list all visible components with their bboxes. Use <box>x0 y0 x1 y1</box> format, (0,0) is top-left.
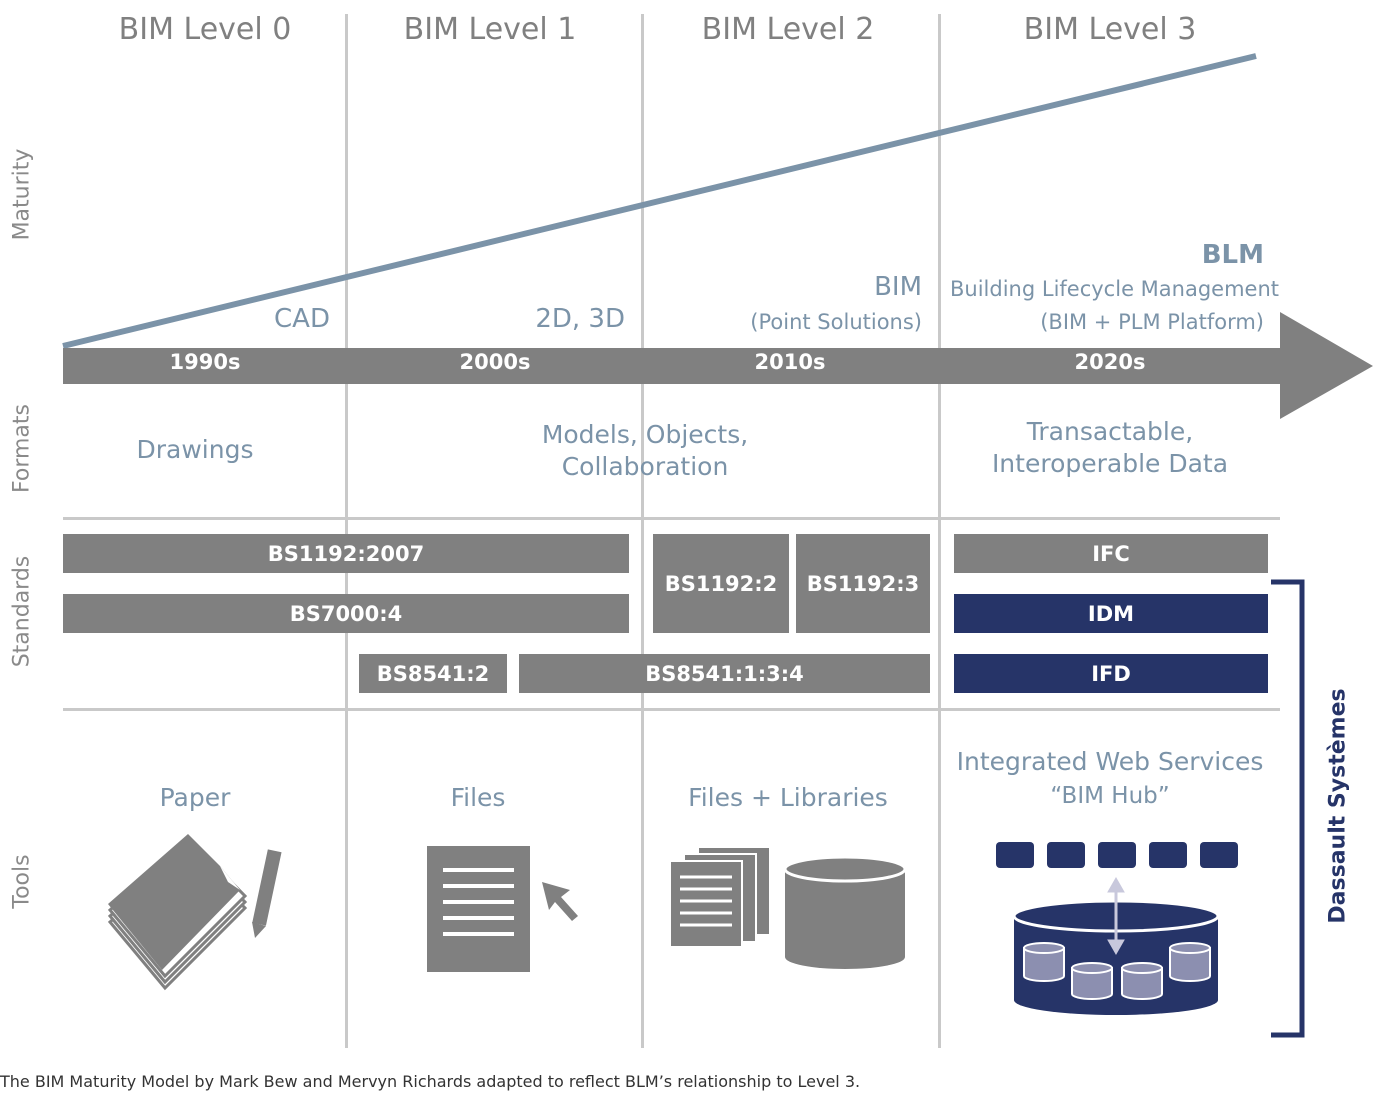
standard-bs8541-134: BS8541:1:3:4 <box>519 654 930 693</box>
maturity-label-bim-sub: (Point Solutions) <box>750 310 922 334</box>
format-trans-line1: Transactable, <box>1026 417 1194 446</box>
bim-hub-icon <box>996 842 1238 1015</box>
maturity-trend-line <box>62 53 1257 349</box>
maturity-label-cad: CAD <box>274 304 330 334</box>
dassault-bracket <box>1271 579 1305 1038</box>
document-stack-icon <box>669 846 771 948</box>
row-label-tools: Tools <box>9 854 35 909</box>
tool-iws-label: Integrated Web Services <box>956 747 1264 776</box>
dassault-systemes-label: Dassault Systèmes <box>1325 688 1351 924</box>
pencil-icon <box>252 849 282 938</box>
standard-idm: IDM <box>954 594 1268 633</box>
format-models: Models, Objects, Collaboration <box>445 419 845 483</box>
standard-bs1192-2007: BS1192:2007 <box>63 534 629 573</box>
standard-bs7000-4: BS7000:4 <box>63 594 629 633</box>
tool-bim-hub-label: “BIM Hub” <box>1050 783 1170 809</box>
maturity-label-blm-sub1: Building Lifecycle Management <box>950 277 1279 301</box>
figure-caption: The BIM Maturity Model by Mark Bew and M… <box>0 1072 861 1091</box>
tool-files-label: Files <box>450 783 506 812</box>
level-3-title: BIM Level 3 <box>1023 12 1197 47</box>
web-service-blocks <box>996 842 1238 868</box>
decade-2010s: 2010s <box>754 350 826 374</box>
decade-1990s: 1990s <box>169 350 241 374</box>
standard-ifd: IFD <box>954 654 1268 693</box>
document-icon <box>427 846 530 972</box>
row-label-standards: Standards <box>9 555 35 668</box>
maturity-label-2d3d: 2D, 3D <box>535 304 625 334</box>
database-cylinder-icon <box>783 855 907 969</box>
format-models-line1: Models, Objects, <box>541 420 749 449</box>
tool-files-libraries-label: Files + Libraries <box>688 783 888 812</box>
level-2-title: BIM Level 2 <box>701 12 875 47</box>
format-models-line2: Collaboration <box>561 452 729 481</box>
standard-bs8541-2: BS8541:2 <box>359 654 507 693</box>
divider-formats-standards <box>63 517 1280 520</box>
level-1-title: BIM Level 1 <box>403 12 577 47</box>
level-0-title: BIM Level 0 <box>118 12 292 47</box>
cursor-arrow-icon <box>542 882 578 921</box>
format-transactable: Transactable, Interoperable Data <box>930 416 1290 480</box>
sync-double-arrow <box>1107 876 1125 956</box>
format-trans-line2: Interoperable Data <box>991 449 1229 478</box>
maturity-diagram <box>62 53 1373 419</box>
timeline-arrow <box>63 312 1373 419</box>
divider-standards-tools <box>63 708 1280 711</box>
maturity-label-bim: BIM <box>874 272 922 302</box>
standard-bs1192-3: BS1192:3 <box>796 534 930 633</box>
divider-level-1-2 <box>641 14 644 1048</box>
divider-level-2-3 <box>938 14 941 1048</box>
paper-stack-icon <box>107 834 282 991</box>
maturity-label-blm-sub2: (BIM + PLM Platform) <box>1040 310 1264 334</box>
format-drawings: Drawings <box>65 434 325 466</box>
decade-2000s: 2000s <box>459 350 531 374</box>
standard-ifc: IFC <box>954 534 1268 573</box>
format-drawings-label: Drawings <box>136 435 254 464</box>
standard-bs1192-2: BS1192:2 <box>653 534 789 633</box>
tool-paper-label: Paper <box>159 783 231 812</box>
maturity-label-blm: BLM <box>1201 240 1264 270</box>
decade-2020s: 2020s <box>1074 350 1146 374</box>
divider-level-0-1 <box>345 14 348 1048</box>
